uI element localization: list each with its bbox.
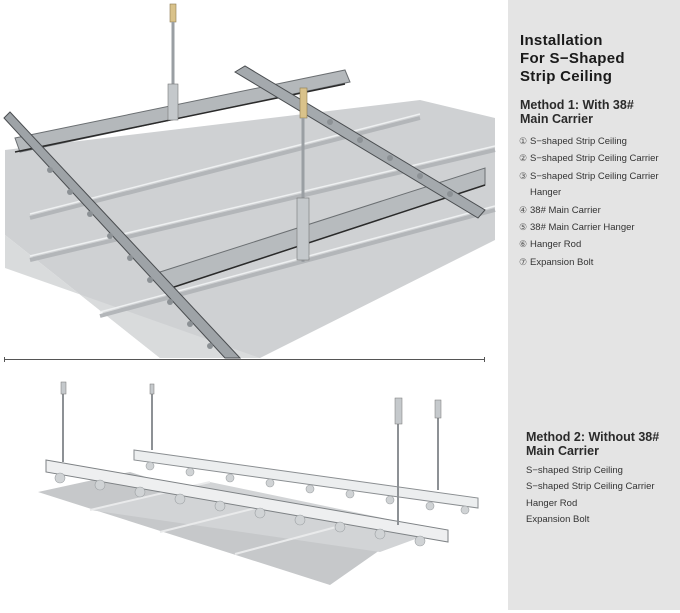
- title-line: Strip Ceiling: [520, 68, 613, 85]
- item-number: ⑦: [519, 256, 528, 267]
- page-title: Installation For S−Shaped Strip Ceiling: [520, 32, 680, 86]
- method-2-illustration: [38, 381, 479, 585]
- item-label: Hanger: [530, 187, 562, 199]
- item-label: Hanger Rod: [530, 239, 582, 251]
- item-number: ②: [519, 153, 528, 164]
- list-item: S−shaped Strip Ceiling Carrier: [526, 481, 655, 493]
- item-number: ⑤: [519, 222, 528, 233]
- description-panel: Installation For S−Shaped Strip Ceiling …: [508, 0, 680, 610]
- title-line: For S−Shaped: [520, 50, 625, 67]
- method-1-heading: Method 1: With 38# Main Carrier: [520, 98, 680, 126]
- list-item: Hanger Rod: [526, 497, 578, 509]
- method-2-ceiling-photo: [0, 370, 508, 613]
- divider-rule: [4, 357, 485, 362]
- title-line: Installation: [520, 32, 603, 49]
- item-label: 38# Main Carrier: [530, 204, 601, 216]
- heading-line: Method 2: Without 38#: [526, 430, 660, 444]
- heading-line: Main Carrier: [520, 112, 593, 126]
- method-1-ceiling-photo: [0, 0, 508, 368]
- item-number: ④: [519, 204, 528, 215]
- method-2-heading: Method 2: Without 38# Main Carrier: [526, 430, 680, 458]
- method-2-parts-list: S−shaped Strip Ceiling S−shaped Strip Ce…: [526, 463, 680, 529]
- item-label: S−shaped Strip Ceiling Carrier: [530, 153, 659, 165]
- item-label: S−shaped Strip Ceiling: [530, 136, 627, 147]
- item-label: S−shaped Strip Ceiling Carrier: [530, 170, 659, 182]
- item-number: ①: [519, 136, 528, 146]
- item-label: 38# Main Carrier Hanger: [530, 222, 635, 234]
- list-item-continuation: Hanger: [519, 185, 679, 201]
- list-item: Expansion Bolt: [526, 514, 590, 526]
- heading-line: Main Carrier: [526, 444, 599, 458]
- list-item: S−shaped Strip Ceiling: [526, 465, 623, 476]
- item-label: Expansion Bolt: [530, 256, 594, 268]
- item-number: ③: [519, 170, 528, 181]
- item-number: ⑥: [519, 239, 528, 250]
- method-1-illustration: [3, 3, 496, 359]
- heading-line: Method 1: With 38#: [520, 98, 634, 112]
